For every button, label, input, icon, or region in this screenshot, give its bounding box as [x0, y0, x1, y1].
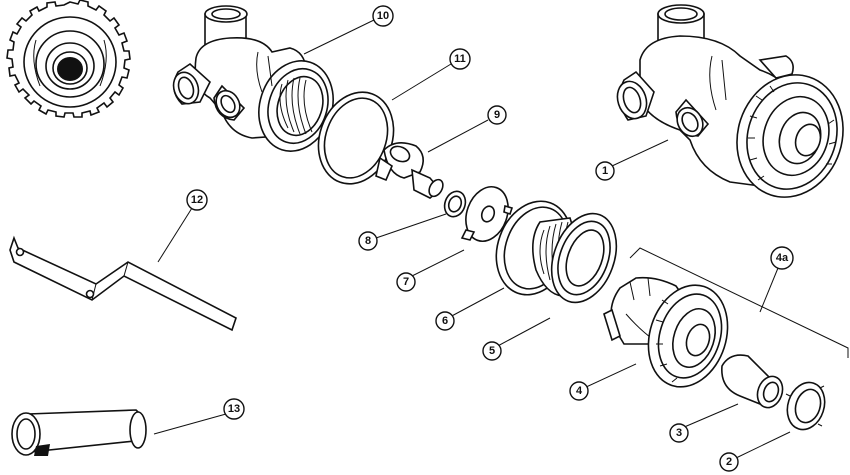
- svg-text:3: 3: [676, 427, 682, 439]
- o-ring-part-8: [443, 190, 467, 218]
- wall-fitting-part-5: [532, 212, 618, 304]
- svg-text:13: 13: [228, 403, 240, 415]
- svg-text:8: 8: [365, 235, 371, 247]
- callout-10: 10: [372, 5, 394, 27]
- svg-text:6: 6: [442, 315, 448, 327]
- callout-13: 13: [223, 398, 245, 420]
- svg-text:12: 12: [191, 194, 203, 206]
- callout-12: 12: [186, 189, 208, 211]
- washer-part-7: [460, 186, 514, 242]
- svg-text:4: 4: [576, 385, 583, 397]
- svg-text:2: 2: [726, 456, 732, 468]
- svg-text:5: 5: [489, 345, 495, 357]
- callout-6: 6: [435, 311, 455, 331]
- callout-3: 3: [669, 423, 689, 443]
- callout-1: 1: [595, 161, 615, 181]
- eyeball-nozzle-part-3: [721, 354, 784, 409]
- callout-4a: 4a: [770, 246, 794, 270]
- callout-4: 4: [569, 381, 589, 401]
- jet-insert-part-4: [603, 276, 729, 388]
- retaining-ring-part-2: [785, 381, 826, 431]
- svg-text:4a: 4a: [776, 252, 789, 264]
- callout-5: 5: [482, 341, 502, 361]
- svg-text:7: 7: [403, 276, 409, 288]
- svg-text:1: 1: [602, 165, 608, 177]
- gasket-part-11: [317, 91, 395, 185]
- callout-9: 9: [487, 105, 507, 125]
- valve-insert-part-9: [375, 142, 444, 199]
- callout-7: 7: [396, 272, 416, 292]
- callout-11: 11: [449, 48, 471, 70]
- svg-text:9: 9: [494, 109, 500, 121]
- jet-face-view: [6, 0, 131, 118]
- body-housing-part-10: [172, 5, 334, 152]
- svg-text:11: 11: [454, 53, 466, 65]
- svg-text:10: 10: [377, 10, 389, 22]
- assembled-housing-part-1: [616, 4, 844, 198]
- wrench-tool-part-12: [9, 235, 237, 332]
- tube-tool-part-13: [11, 409, 147, 456]
- callout-8: 8: [358, 231, 378, 251]
- leader-lines: [153, 19, 849, 459]
- callout-2: 2: [719, 452, 739, 472]
